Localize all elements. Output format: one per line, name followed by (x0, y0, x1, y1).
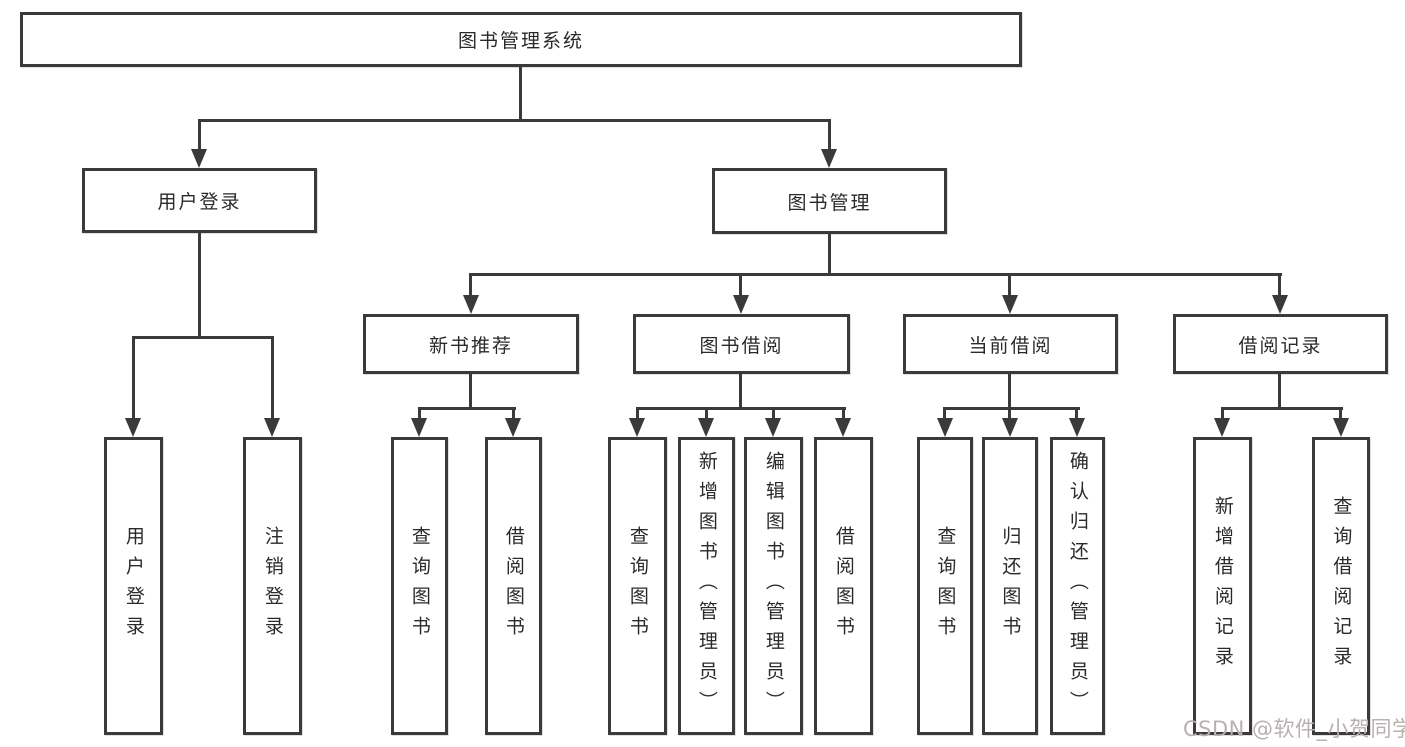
arrow-down-icon (698, 418, 714, 437)
connector-line (1221, 407, 1224, 422)
connector-line (512, 407, 515, 422)
node-book-management: 图书管理 (712, 168, 947, 234)
leaf-label: 借阅图书 (502, 526, 525, 646)
arrow-down-icon (821, 149, 837, 168)
connector-line (132, 336, 135, 421)
arrow-down-icon (411, 418, 427, 437)
node-borrowing-records-label: 借阅记录 (1238, 334, 1323, 357)
arrow-down-icon (125, 418, 141, 437)
connector-line (1278, 273, 1281, 299)
node-current-borrowing: 当前借阅 (903, 314, 1118, 374)
leaf-query-borrow-record: 查询借阅记录 (1312, 437, 1370, 735)
arrow-down-icon (765, 418, 781, 437)
leaf-label: 新增图书（管理员） (695, 451, 718, 721)
leaf-query-books-recommend: 查询图书 (391, 437, 448, 735)
connector-line (418, 407, 421, 422)
connector-line (739, 273, 742, 299)
connector-line (469, 374, 472, 409)
connector-line (132, 336, 274, 339)
node-current-borrowing-label: 当前借阅 (968, 334, 1053, 357)
connector-line (1008, 407, 1011, 422)
node-root: 图书管理系统 (20, 12, 1022, 67)
connector-line (469, 273, 1282, 276)
connector-line (842, 407, 845, 422)
arrow-down-icon (1069, 418, 1085, 437)
leaf-label: 编辑图书（管理员） (762, 451, 785, 721)
arrow-down-icon (835, 418, 851, 437)
connector-line (469, 273, 472, 299)
connector-line (1008, 374, 1011, 409)
arrow-down-icon (1333, 418, 1349, 437)
connector-line (943, 407, 1080, 410)
arrow-down-icon (733, 295, 749, 314)
connector-line (636, 407, 639, 422)
node-user-login-label: 用户登录 (157, 191, 242, 213)
csdn-watermark: CSDN @软件_小贺同学 (1183, 717, 1405, 741)
node-user-login: 用户登录 (82, 168, 317, 233)
arrow-down-icon (937, 418, 953, 437)
leaf-label: 查询图书 (408, 526, 431, 646)
leaf-return-books: 归还图书 (982, 437, 1038, 735)
arrow-down-icon (1214, 418, 1230, 437)
node-book-management-label: 图书管理 (787, 191, 872, 214)
node-book-borrowing-label: 图书借阅 (699, 334, 784, 357)
connector-line (943, 407, 946, 422)
leaf-label: 归还图书 (999, 526, 1022, 646)
leaf-label: 确认归还（管理员） (1066, 451, 1089, 721)
arrow-down-icon (1272, 295, 1288, 314)
leaf-label: 新增借阅记录 (1211, 496, 1234, 676)
leaf-label: 用户登录 (122, 526, 145, 646)
leaf-label: 注销登录 (261, 526, 284, 646)
connector-line (519, 67, 522, 119)
leaf-user-login: 用户登录 (104, 437, 163, 735)
connector-line (1075, 407, 1078, 422)
connector-line (271, 336, 274, 421)
connector-line (1221, 407, 1343, 410)
connector-line (705, 407, 708, 422)
node-borrowing-records: 借阅记录 (1173, 314, 1388, 374)
leaf-label: 借阅图书 (832, 526, 855, 646)
connector-line (772, 407, 775, 422)
arrow-down-icon (191, 149, 207, 168)
connector-line (418, 407, 516, 410)
connector-line (739, 374, 742, 409)
connector-line (828, 234, 831, 275)
connector-line (1339, 407, 1342, 422)
connector-line (198, 119, 831, 122)
node-book-borrowing: 图书借阅 (633, 314, 850, 374)
leaf-borrow-books: 借阅图书 (814, 437, 873, 735)
leaf-label: 查询借阅记录 (1330, 496, 1353, 676)
arrow-down-icon (505, 418, 521, 437)
node-new-book-recommend-label: 新书推荐 (428, 334, 513, 357)
leaf-label: 查询图书 (626, 526, 649, 646)
leaf-logout: 注销登录 (243, 437, 302, 735)
leaf-query-books-borrow: 查询图书 (608, 437, 667, 735)
leaf-edit-books-admin: 编辑图书（管理员） (744, 437, 803, 735)
arrow-down-icon (1002, 418, 1018, 437)
leaf-label: 查询图书 (934, 526, 957, 646)
arrow-down-icon (1002, 295, 1018, 314)
arrow-down-icon (629, 418, 645, 437)
connector-line (636, 407, 846, 410)
arrow-down-icon (264, 418, 280, 437)
leaf-confirm-return-admin: 确认归还（管理员） (1050, 437, 1105, 735)
connector-line (198, 119, 201, 152)
leaf-add-borrow-record: 新增借阅记录 (1193, 437, 1252, 735)
node-root-label: 图书管理系统 (457, 30, 584, 52)
connector-line (198, 233, 201, 336)
connector-line (828, 119, 831, 152)
leaf-query-books-current: 查询图书 (917, 437, 973, 735)
connector-line (1008, 273, 1011, 299)
arrow-down-icon (463, 295, 479, 314)
connector-line (1278, 374, 1281, 409)
leaf-borrow-books-recommend: 借阅图书 (485, 437, 542, 735)
node-new-book-recommend: 新书推荐 (363, 314, 579, 374)
leaf-add-books-admin: 新增图书（管理员） (678, 437, 735, 735)
